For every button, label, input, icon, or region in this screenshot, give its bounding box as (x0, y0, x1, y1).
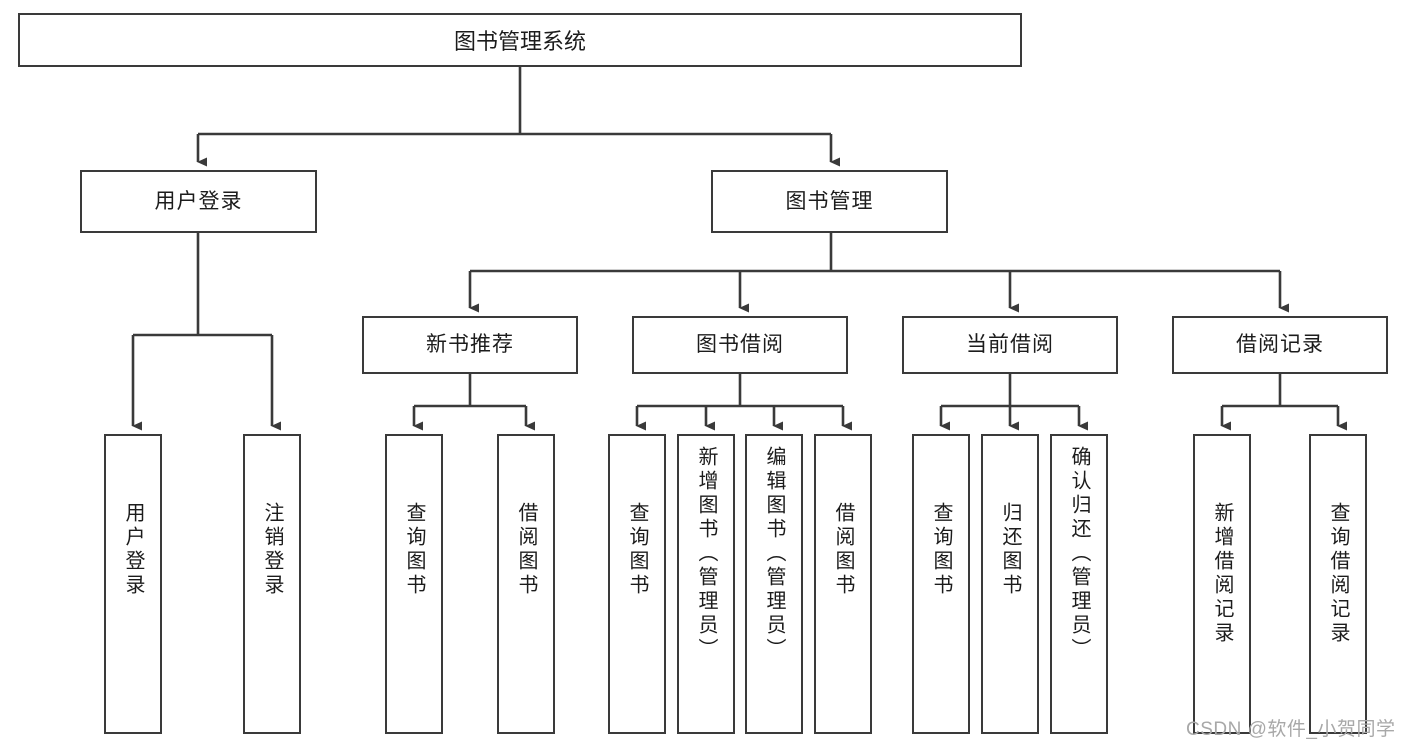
leaf-label: 用户登录 (122, 502, 144, 598)
leaf-label: 新增图书（管理员） (695, 446, 717, 662)
leaf-record-add-record[interactable]: 新增借阅记录 (1193, 434, 1251, 734)
node-book-borrow[interactable]: 图书借阅 (632, 316, 848, 374)
leaf-label: 归还图书 (999, 502, 1021, 598)
leaf-label: 查询借阅记录 (1327, 502, 1349, 646)
leaf-label: 借阅图书 (832, 502, 854, 598)
node-book-management[interactable]: 图书管理 (711, 170, 948, 233)
leaf-user-login-logout[interactable]: 注销登录 (243, 434, 301, 734)
leaf-borrow-query-book[interactable]: 查询图书 (608, 434, 666, 734)
leaf-borrow-add-book-admin[interactable]: 新增图书（管理员） (677, 434, 735, 734)
leaf-record-query-record[interactable]: 查询借阅记录 (1309, 434, 1367, 734)
leaf-user-login-login[interactable]: 用户登录 (104, 434, 162, 734)
leaf-label: 查询图书 (403, 502, 425, 598)
csdn-watermark: CSDN @软件_小贺同学 (1186, 719, 1396, 740)
leaf-current-confirm-return-admin[interactable]: 确认归还（管理员） (1050, 434, 1108, 734)
node-root[interactable]: 图书管理系统 (18, 13, 1022, 67)
leaf-label: 查询图书 (930, 502, 952, 598)
leaf-current-return-book[interactable]: 归还图书 (981, 434, 1039, 734)
leaf-borrow-borrow-book[interactable]: 借阅图书 (814, 434, 872, 734)
leaf-newbook-borrow-book[interactable]: 借阅图书 (497, 434, 555, 734)
node-new-book-recommend[interactable]: 新书推荐 (362, 316, 578, 374)
leaf-borrow-edit-book-admin[interactable]: 编辑图书（管理员） (745, 434, 803, 734)
leaf-label: 新增借阅记录 (1211, 502, 1233, 646)
node-current-borrow[interactable]: 当前借阅 (902, 316, 1118, 374)
leaf-current-query-book[interactable]: 查询图书 (912, 434, 970, 734)
node-borrow-record[interactable]: 借阅记录 (1172, 316, 1388, 374)
leaf-label: 注销登录 (261, 502, 283, 598)
node-user-login[interactable]: 用户登录 (80, 170, 317, 233)
leaf-label: 查询图书 (626, 502, 648, 598)
leaf-label: 借阅图书 (515, 502, 537, 598)
leaf-label: 确认归还（管理员） (1068, 446, 1090, 662)
leaf-newbook-query-book[interactable]: 查询图书 (385, 434, 443, 734)
leaf-label: 编辑图书（管理员） (763, 446, 785, 662)
